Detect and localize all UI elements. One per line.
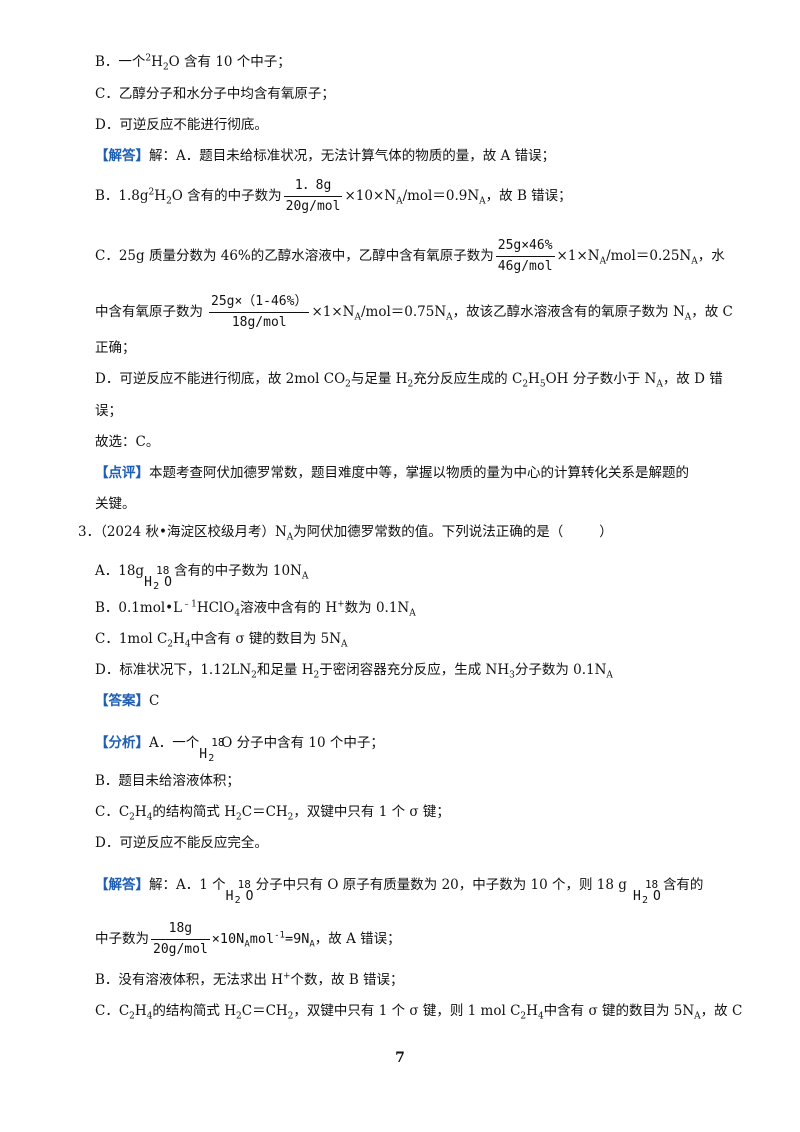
page-number: 7 [395,1050,405,1066]
question-stem: 3．（2024 秋•海淀区校级月考）NA为阿伏加德罗常数的值。下列说法正确的是（… [78,524,613,543]
option-d: D．标准状况下，1.12LN2和足量 H2于密闭容器充分反应，生成 NH3分子数… [95,662,613,681]
solution-tag: 【解答】 [95,148,149,164]
answer-tag: 【答案】 [95,693,149,709]
text-line: D．可逆反应不能进行彻底。 [95,117,268,133]
text-line: B．题目未给溶液体积； [95,773,240,789]
text-line: 误； [95,403,122,419]
text-line: 故选：C。 [95,434,160,450]
text-line: 关键。 [95,496,136,512]
fraction: 25g×（1-46%）18g/mol [209,294,310,330]
text-line: B．没有溶液体积，无法求出 H+个数，故 B 错误； [95,971,404,988]
answer-line: 【答案】C [95,693,160,709]
text-line: 【点评】本题考查阿伏加德罗常数，题目难度中等，掌握以物质的量为中心的计算转化关系… [95,465,689,481]
text-line: D．可逆反应不能反应完全。 [95,835,268,851]
text-line: D．可逆反应不能进行彻底，故 2mol CO2与足量 H2充分反应生成的 C2H… [95,371,723,390]
text-line: 正确； [95,340,136,356]
text-line: C．C2H4的结构简式 H2C＝CH2，双键中只有 1 个 σ 键； [95,804,450,823]
option-c: C．1mol C2H4中含有 σ 键的数目为 5NA [95,631,348,650]
comment-tag: 【点评】 [95,465,149,481]
option-b: B．0.1mol•L﹣1HClO4溶液中含有的 H+数为 0.1NA [95,599,416,619]
text-line: C．C2H4的结构简式 H2C＝CH2，双键中只有 1 个 σ 键，则 1 mo… [95,1003,743,1022]
solution-tag: 【解答】 [95,877,149,893]
text-line: 【解答】解：A．题目未给标准状况，无法计算气体的物质的量，故 A 错误； [95,148,556,164]
text-line: C．乙醇分子和水分子中均含有氧原子； [95,86,335,102]
fraction: 25g×46%46g/mol [495,238,555,274]
text-line: B．一个2H2O 含有 10 个中子； [95,53,291,73]
analysis-tag: 【分析】 [95,735,149,751]
